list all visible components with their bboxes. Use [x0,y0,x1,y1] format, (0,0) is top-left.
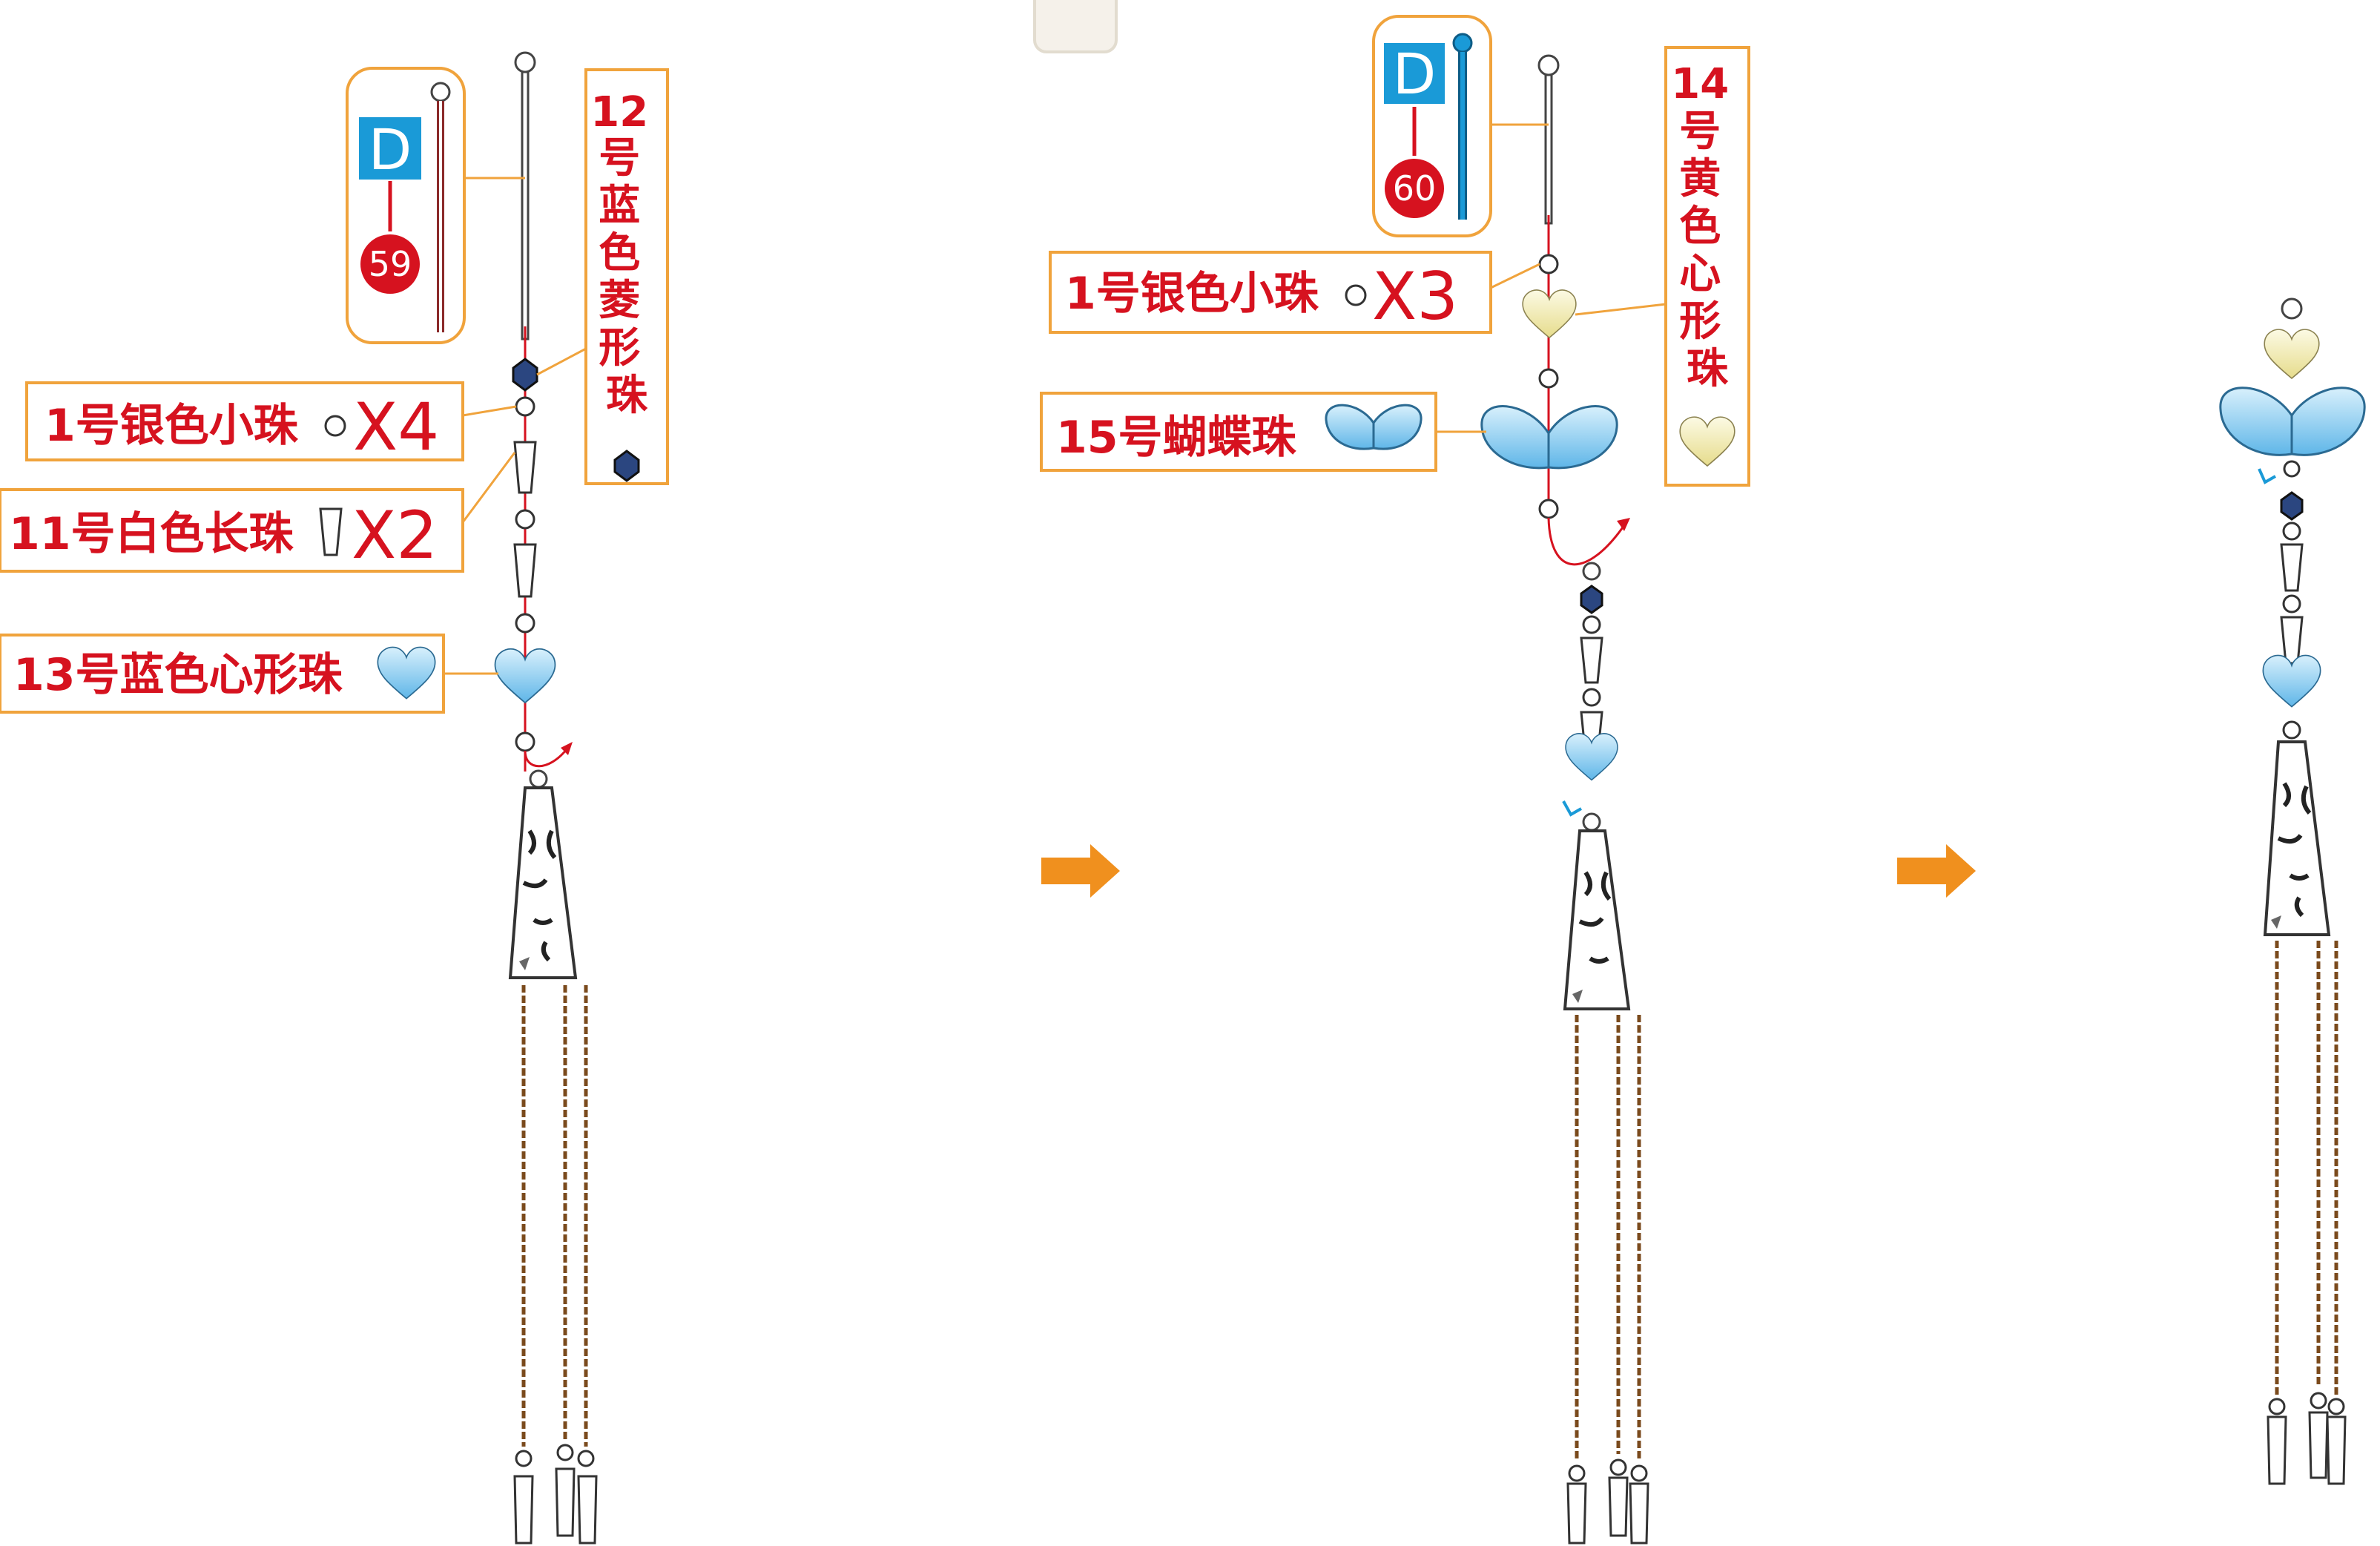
butterfly-icon [1325,404,1423,450]
silver-small-bead [515,613,535,634]
silver-small-bead [1538,368,1559,389]
label-box-white-long [0,488,464,573]
pin-badge-box [346,67,466,344]
step-3-finished-pendant [2219,297,2366,1485]
butterfly-bead [2219,386,2366,456]
white-long-bead [513,441,537,494]
blue-diamond-bead [512,358,538,392]
label-box-silver-small [25,381,464,461]
pin-number: 59 [369,244,412,284]
d-letter: D [369,116,412,182]
yellow-heart-bead [2264,329,2320,379]
label-butterfly: 15号蝴蝶珠 [1056,412,1296,464]
silver-small-icon [1345,284,1367,306]
label-box-silver-small [1049,251,1492,334]
step-arrow-2 [1897,844,1976,898]
qty-silver-small: X4 [353,389,439,465]
pin-number-badge [360,234,420,294]
label-silver-small: 1号银色小珠 [1065,268,1319,320]
d-letter-tile [359,117,421,180]
white-long-icon [319,507,343,556]
step-arrow-1 [1041,844,1120,898]
tassel-chain [2275,941,2338,1395]
silver-small-bead [1538,499,1559,519]
blue-diamond-icon [613,450,640,482]
silver-small-bead [515,731,535,752]
label-box-yellow-heart [1664,46,1750,487]
step-1: D 59 12 号 蓝 色 菱 形 [0,51,669,1545]
tassel-chain [1575,1015,1641,1461]
butterfly-bead [1480,405,1618,470]
label-blue-diamond: 12 号 蓝 色 菱 形 珠 [590,88,662,420]
label-box-blue-heart [0,634,445,714]
label-white-long: 11号白色长珠 [9,508,294,560]
label-yellow-heart: 14 号 黄 色 心 形 珠 [1671,60,1743,393]
silver-small-bead [515,396,535,417]
label-silver-small: 1号银色小珠 [44,400,299,452]
tassel-chain [521,985,588,1447]
tassel [508,769,598,1545]
top-tab-shape [1033,0,1118,53]
silver-small-bead [515,509,535,530]
tassel [1563,829,1649,1545]
qty-silver-small: X3 [1372,258,1458,335]
white-long-bead [513,543,537,598]
label-blue-heart: 13号蓝色心形珠 [13,649,343,701]
eye-pin-loop [1537,54,1560,76]
pin-number-badge [1385,159,1444,218]
silver-small-bead [1538,254,1559,274]
d-letter: D [1393,41,1437,107]
step-2: D 60 [1040,15,1750,1545]
pin-number: 60 [1393,168,1437,208]
tassel [2263,740,2347,1485]
silver-small-icon [324,415,346,437]
label-box-blue-diamond [584,68,669,485]
eye-pin-loop [514,51,536,73]
qty-white-long: X2 [352,497,438,573]
d-letter-tile [1384,43,1445,104]
